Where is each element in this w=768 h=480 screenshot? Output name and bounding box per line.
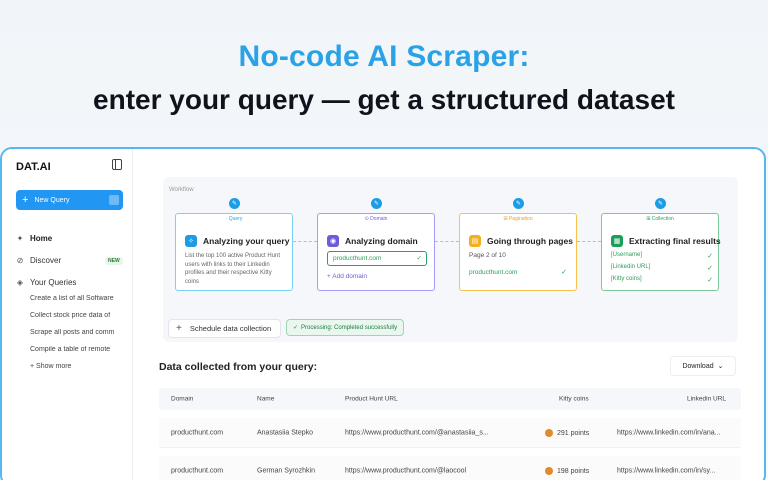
collection-step-card[interactable]: ⊞ Collection ▦ Extracting final results … [601,213,721,291]
download-label: Download [682,362,714,370]
cell-name: German Syrozhkin [257,467,315,474]
workflow-label: Workflow [169,187,194,193]
download-button[interactable]: Download ⌄ [670,356,736,376]
domain-step-card[interactable]: ⊙ Domain ◉ Analyzing domain producthunt.… [317,213,435,291]
table-icon: ▦ [611,235,623,247]
layers-icon: ◈ [16,278,24,287]
coin-icon [545,466,553,475]
domain-step-tag: ⊙ Domain [364,216,388,222]
cell-ph-url[interactable]: https://www.producthunt.com/@laocool [345,467,467,474]
query-list: Create a list of all Software Collect st… [30,295,125,370]
pagination-step-title: Going through pages [487,236,573,246]
sidebar-collapse-icon[interactable] [112,159,122,170]
compass-icon: ⊘ [16,256,24,265]
sidebar: DAT.AI + New Query ✦ Home ⊘ Discover NEW… [2,149,133,480]
domain-step-title: Analyzing domain [345,236,418,246]
plus-icon: + [22,193,29,206]
workflow-connector [293,241,317,242]
query-list-item[interactable]: Create a list of all Software [30,295,114,302]
collection-step-tag: ⊞ Collection [646,216,674,222]
table-header: Domain Name Product Hunt URL Kitty coins… [159,388,741,410]
globe-icon: ◉ [327,235,339,247]
show-more-link[interactable]: + Show more [30,363,72,370]
check-icon: ✓ [707,277,713,284]
cell-name: Anastasiia Stepko [257,429,314,436]
query-list-item[interactable]: Scrape all posts and comm [30,329,115,336]
query-list-item[interactable]: Compile a table of remote [30,346,111,353]
brand-logo: DAT.AI [16,161,51,173]
chevron-down-icon: ⌄ [717,363,724,370]
new-query-button[interactable]: + New Query [16,190,123,210]
table-row[interactable]: producthunt.com Anastasiia Stepko https:… [159,418,741,448]
status-text: Processing: Completed successfully [301,324,398,331]
sidebar-item-home[interactable]: ✦ Home [16,234,53,243]
column-header-domain: Domain [171,395,194,403]
sidebar-item-label: Your Queries [30,278,77,287]
hero-title: No-code AI Scraper: [238,40,530,73]
page-url: producthunt.com [469,269,518,276]
edit-collection-icon[interactable]: ✎ [655,198,666,209]
data-section-title: Data collected from your query: [159,361,318,373]
add-domain-button[interactable]: + Add domain [327,273,367,280]
new-badge: NEW [105,257,123,265]
cell-linkedin[interactable]: https://www.linkedin.com/in/ana... [617,429,721,436]
main-content: Workflow ✎ ✎ ✎ ✎ · Query ✧ Analyzing you… [133,149,764,480]
column-header-coins: Kitty coins [559,395,589,403]
query-list-item[interactable]: Collect stock price data of [30,312,111,319]
status-badge: ✓ Processing: Completed successfully [286,319,405,336]
query-step-card[interactable]: · Query ✧ Analyzing your query List the … [175,213,293,291]
home-icon: ✦ [16,234,24,243]
collection-field: [Linkedin URL] ✓ [611,264,713,272]
sidebar-item-label: Discover [30,256,62,265]
collection-fields: [Username] ✓ [Linkedin URL] ✓ [Kitty coi… [611,252,713,288]
edit-domain-icon[interactable]: ✎ [371,198,382,209]
query-step-tag: · Query [225,216,243,222]
query-text: List the top 100 active Product Hunt use… [185,253,281,285]
cell-linkedin[interactable]: https://www.linkedin.com/in/sy... [617,467,716,474]
page-progress: Page 2 of 10 [469,252,506,259]
edit-pagination-icon[interactable]: ✎ [513,198,524,209]
coin-icon [545,428,553,437]
cell-coins: 198 points [545,466,589,475]
cell-ph-url[interactable]: https://www.producthunt.com/@anastasiia_… [345,429,489,436]
column-header-name: Name [257,395,275,403]
column-header-ph-url: Product Hunt URL [345,395,398,403]
collection-field: [Username] ✓ [611,252,713,260]
collection-step-title: Extracting final results [629,236,721,246]
schedule-label: Schedule data collection [189,324,272,333]
check-icon: ✓ [293,325,299,331]
results-table: Domain Name Product Hunt URL Kitty coins… [159,388,741,480]
cell-domain: producthunt.com [171,429,224,436]
pages-icon: ▤ [469,235,481,247]
check-icon: ✓ [707,265,713,272]
cell-domain: producthunt.com [171,467,224,474]
check-icon: ✓ [707,253,713,260]
cell-coins: 291 points [545,428,589,437]
sidebar-item-label: Home [30,234,53,243]
collection-field: [Kitty coins] ✓ [611,276,713,284]
query-sparkle-icon: ✧ [185,235,197,247]
shortcut-icon [109,195,119,205]
app-window: DAT.AI + New Query ✦ Home ⊘ Discover NEW… [0,147,766,480]
plus-icon: + [176,323,182,334]
pagination-step-tag: ⊞ Pagination [503,216,533,222]
check-icon: ✓ [561,269,567,276]
sidebar-item-your-queries[interactable]: ◈ Your Queries [16,278,76,287]
edit-query-icon[interactable]: ✎ [229,198,240,209]
workflow-connector [577,241,601,242]
table-row[interactable]: producthunt.com German Syrozhkin https:/… [159,456,741,480]
pagination-step-card[interactable]: ⊞ Pagination ▤ Going through pages Page … [459,213,577,291]
new-query-label: New Query [34,196,70,204]
query-step-title: Analyzing your query [203,236,290,246]
workflow-connector [435,241,459,242]
domain-input[interactable]: producthunt.com ✓ [327,251,427,266]
schedule-data-collection-button[interactable]: + Schedule data collection [168,319,281,338]
check-icon: ✓ [416,255,422,262]
domain-input-value: producthunt.com [333,255,382,262]
column-header-linkedin: Linkedin URL [687,395,727,403]
hero-subtitle: enter your query — get a structured data… [93,84,675,115]
sidebar-item-discover[interactable]: ⊘ Discover [16,256,61,265]
